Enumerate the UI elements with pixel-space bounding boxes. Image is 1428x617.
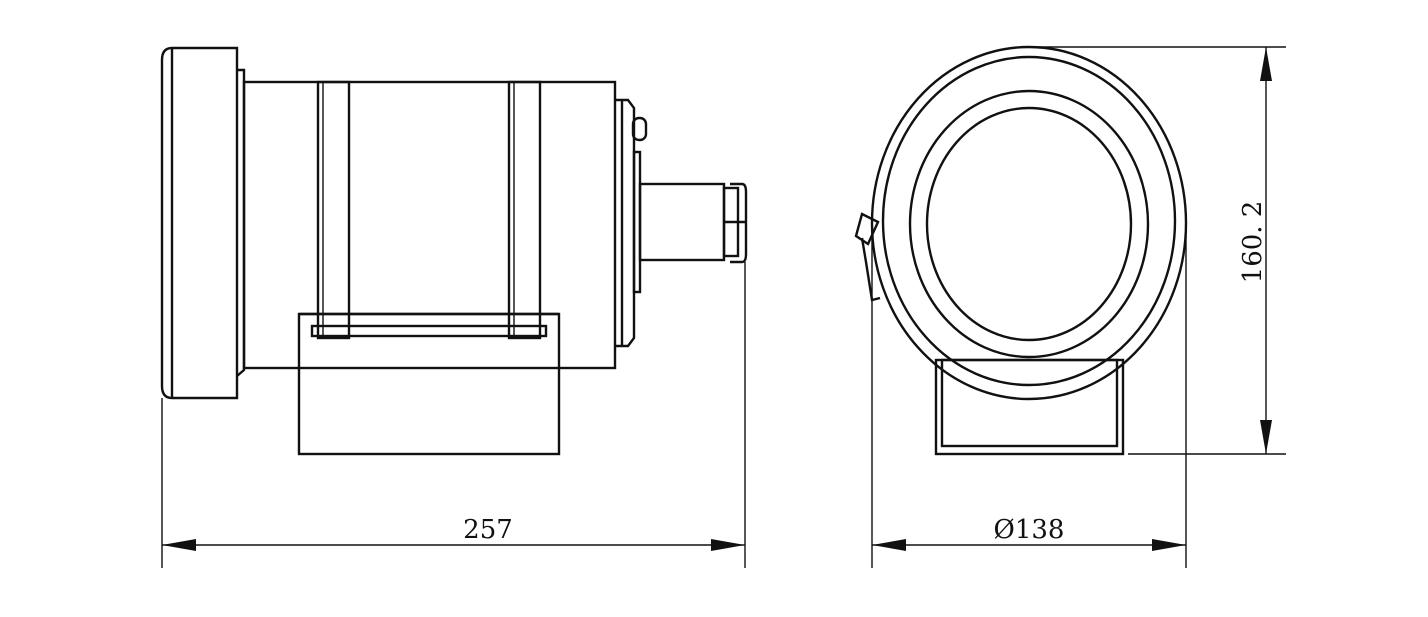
side-view bbox=[160, 46, 748, 456]
cable-gland bbox=[638, 182, 748, 264]
front-mounting-bracket bbox=[934, 358, 1125, 456]
diameter-label: Ø138 bbox=[994, 515, 1065, 545]
mounting-bracket bbox=[297, 312, 561, 456]
front-lens-rings bbox=[870, 45, 1188, 401]
height-label: 160. 2 bbox=[1238, 201, 1268, 284]
length-dimension: 257 bbox=[161, 262, 746, 568]
diameter-dimension: Ø138 bbox=[871, 226, 1187, 568]
camera-housing bbox=[242, 80, 617, 370]
front-view bbox=[854, 45, 1188, 456]
side-screw bbox=[854, 212, 881, 302]
length-label: 257 bbox=[463, 515, 513, 545]
front-flange bbox=[160, 46, 246, 400]
mounting-strap-rear bbox=[507, 80, 542, 340]
height-dimension: 160. 2 bbox=[1029, 46, 1286, 455]
mounting-strap-front bbox=[316, 80, 351, 340]
screw-knob bbox=[631, 116, 648, 142]
rear-cap bbox=[615, 98, 642, 348]
